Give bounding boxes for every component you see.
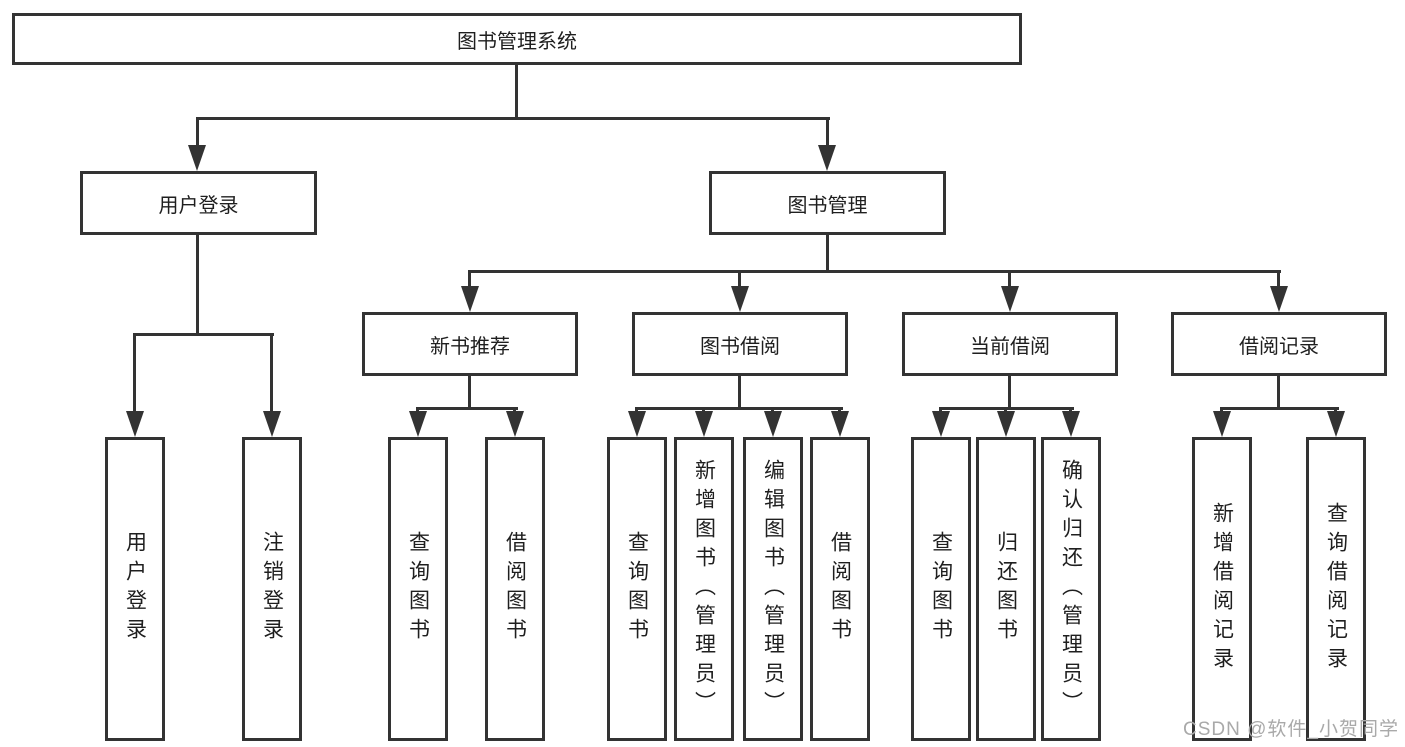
node-new-book-recommend-label: 新书推荐 — [430, 335, 510, 358]
arrowhead-down — [818, 145, 836, 171]
connector-root-stem — [515, 63, 518, 119]
leaf-current-confirm-return-admin: 确认归还（管理员） — [1041, 437, 1101, 741]
connector-book-borrow-stem — [738, 376, 741, 409]
node-book-borrow-label: 图书借阅 — [700, 335, 780, 358]
connector-to-leaf-logout — [270, 333, 273, 411]
leaf-borrow-borrow-book: 借阅图书 — [810, 437, 870, 741]
leaf-borrow-add-book-admin: 新增图书（管理员） — [674, 437, 734, 741]
leaf-current-query-book: 查询图书 — [911, 437, 971, 741]
node-borrow-record: 借阅记录 — [1171, 312, 1387, 376]
connector-borrow-record-stem — [1277, 376, 1280, 409]
leaf-recommend-borrow-book: 借阅图书 — [485, 437, 545, 741]
node-new-book-recommend: 新书推荐 — [362, 312, 578, 376]
connector-to-book-borrow — [738, 270, 741, 288]
arrowhead-down — [188, 145, 206, 171]
leaf-recommend-borrow-book-label: 借阅图书 — [503, 531, 527, 647]
leaf-current-return-book: 归还图书 — [976, 437, 1036, 741]
connector-root-bar — [196, 117, 830, 120]
leaf-record-query-record-label: 查询借阅记录 — [1324, 502, 1348, 676]
leaf-recommend-query-book: 查询图书 — [388, 437, 448, 741]
leaf-borrow-edit-book-admin: 编辑图书（管理员） — [743, 437, 803, 741]
arrowhead-down — [1001, 286, 1019, 312]
connector-recommend-bar — [416, 407, 518, 410]
arrowhead-down — [263, 411, 281, 437]
arrowhead-down — [409, 411, 427, 437]
connector-book-borrow-bar — [635, 407, 843, 410]
arrowhead-down — [731, 286, 749, 312]
leaf-logout: 注销登录 — [242, 437, 302, 741]
arrowhead-down — [506, 411, 524, 437]
connector-user-login-stem — [196, 234, 199, 335]
connector-book-management-stem — [826, 234, 829, 273]
node-user-login-label: 用户登录 — [158, 194, 239, 217]
connector-recommend-stem — [468, 376, 471, 409]
csdn-watermark: CSDN @软件_小贺同学 — [1183, 719, 1399, 740]
leaf-recommend-query-book-label: 查询图书 — [406, 531, 430, 647]
node-root-label: 图书管理系统 — [457, 30, 577, 53]
leaf-borrow-add-book-admin-label: 新增图书（管理员） — [692, 458, 716, 720]
node-book-management-label: 图书管理 — [787, 194, 868, 217]
connector-book-management-bar — [468, 270, 1281, 273]
node-book-management: 图书管理 — [709, 171, 946, 235]
connector-borrow-record-bar — [1220, 407, 1339, 410]
leaf-current-query-book-label: 查询图书 — [929, 531, 953, 647]
leaf-user-login: 用户登录 — [105, 437, 165, 741]
node-book-borrow: 图书借阅 — [632, 312, 848, 376]
arrowhead-down — [831, 411, 849, 437]
connector-current-borrow-stem — [1008, 376, 1011, 409]
connector-user-login-bar — [133, 333, 274, 336]
node-current-borrow: 当前借阅 — [902, 312, 1118, 376]
connector-to-borrow-record — [1277, 270, 1280, 288]
leaf-record-add-record-label: 新增借阅记录 — [1210, 502, 1234, 676]
node-user-login: 用户登录 — [80, 171, 317, 235]
leaf-current-return-book-label: 归还图书 — [994, 531, 1018, 647]
arrowhead-down — [461, 286, 479, 312]
leaf-user-login-label: 用户登录 — [123, 531, 147, 647]
arrowhead-down — [1270, 286, 1288, 312]
arrowhead-down — [695, 411, 713, 437]
arrowhead-down — [997, 411, 1015, 437]
node-root: 图书管理系统 — [12, 13, 1022, 65]
connector-to-user-login — [196, 117, 199, 149]
leaf-current-confirm-return-admin-label: 确认归还（管理员） — [1059, 458, 1083, 720]
arrowhead-down — [1062, 411, 1080, 437]
connector-to-book-management — [826, 117, 829, 149]
arrowhead-down — [628, 411, 646, 437]
leaf-borrow-borrow-book-label: 借阅图书 — [828, 531, 852, 647]
connector-to-leaf-user-login — [133, 333, 136, 411]
leaf-borrow-edit-book-admin-label: 编辑图书（管理员） — [761, 458, 785, 720]
leaf-borrow-query-book: 查询图书 — [607, 437, 667, 741]
leaf-logout-label: 注销登录 — [260, 531, 284, 647]
leaf-borrow-query-book-label: 查询图书 — [625, 531, 649, 647]
leaf-record-add-record: 新增借阅记录 — [1192, 437, 1252, 741]
arrowhead-down — [126, 411, 144, 437]
arrowhead-down — [764, 411, 782, 437]
arrowhead-down — [932, 411, 950, 437]
arrowhead-down — [1213, 411, 1231, 437]
leaf-record-query-record: 查询借阅记录 — [1306, 437, 1366, 741]
connector-to-current-borrow — [1008, 270, 1011, 288]
node-current-borrow-label: 当前借阅 — [970, 335, 1050, 358]
connector-to-new-book-recommend — [468, 270, 471, 288]
arrowhead-down — [1327, 411, 1345, 437]
node-borrow-record-label: 借阅记录 — [1239, 335, 1319, 358]
